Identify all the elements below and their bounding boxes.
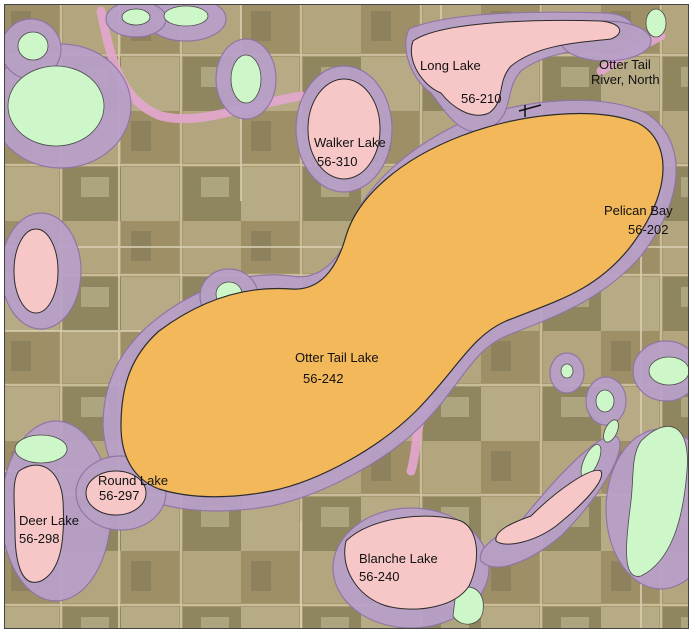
long-lake-label[interactable]: Long Lake	[420, 58, 481, 73]
round-lake-label[interactable]: Round Lake 56-297	[98, 473, 168, 503]
otter-tail-lake-id: 56-242	[303, 371, 344, 386]
deer-lake-id: 56-298	[19, 531, 60, 546]
deer-lake-name: Deer Lake	[19, 513, 79, 528]
aerial-map[interactable]	[5, 5, 689, 629]
otter-tail-river-label[interactable]: Otter Tail River, North	[591, 57, 660, 87]
otter-tail-lake-label[interactable]: Otter Tail Lake 56-242	[295, 350, 379, 386]
otter-tail-lake-name: Otter Tail Lake	[295, 350, 379, 365]
walker-lake-label[interactable]: Walker Lake 56-310	[314, 135, 386, 169]
blanche-lake-name: Blanche Lake	[359, 551, 438, 566]
otter-tail-lake-shape[interactable]	[120, 113, 664, 498]
pelican-bay-id: 56-202	[628, 222, 669, 237]
blanche-lake-label[interactable]: Blanche Lake 56-240	[359, 551, 438, 584]
pelican-bay-label[interactable]: Pelican Bay 56-202	[604, 203, 673, 237]
walker-lake-name: Walker Lake	[314, 135, 386, 150]
round-lake-id: 56-297	[99, 488, 140, 503]
blanche-lake-id: 56-240	[359, 569, 400, 584]
wetland-basins	[7, 5, 688, 625]
deer-lake-label[interactable]: Deer Lake 56-298	[19, 513, 79, 546]
otter-tail-river-line1: Otter Tail	[599, 57, 651, 72]
round-lake-name: Round Lake	[98, 473, 169, 488]
otter-tail-river-line2: River, North	[591, 72, 660, 87]
lake-basins	[13, 19, 621, 610]
pelican-bay-name: Pelican Bay	[604, 203, 673, 218]
map-frame[interactable]: Long Lake 56-210 Otter Tail River, North…	[4, 4, 689, 629]
walker-lake-id: 56-310	[317, 154, 358, 169]
outlet-dam-marker	[518, 104, 542, 117]
long-lake-name: Long Lake	[420, 58, 481, 73]
long-lake-id: 56-210	[461, 91, 502, 106]
